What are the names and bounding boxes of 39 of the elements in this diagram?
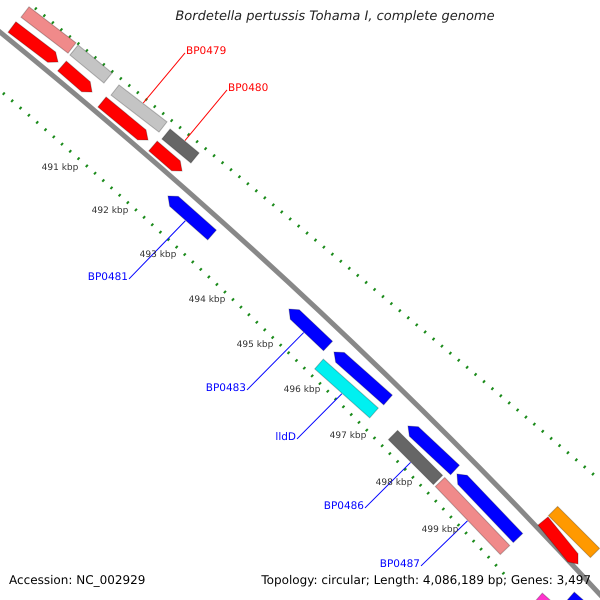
gene-label: lldD <box>275 432 296 444</box>
tick-label: 495 kbp <box>236 341 274 351</box>
gene-block <box>456 473 524 544</box>
tick-label: 499 kbp <box>422 526 458 536</box>
gene-label: BP0481 <box>88 272 128 284</box>
leader-line <box>364 462 412 508</box>
gene-label: BP0487 <box>380 559 420 571</box>
gene-label: BP0479 <box>186 46 226 58</box>
gene-block <box>288 308 334 352</box>
gene-block <box>97 96 149 140</box>
tick-label: 492 kbp <box>92 207 128 217</box>
gene-label: BP0483 <box>206 383 246 395</box>
gene-block <box>333 351 393 406</box>
leader-line <box>128 220 186 280</box>
leader-line <box>296 393 342 440</box>
accession-note: Accession: NC_002929 <box>9 574 146 588</box>
gene-block <box>7 21 59 63</box>
tick-label: 491 kbp <box>42 164 78 174</box>
genome-summary: Topology: circular; Length: 4,086,189 bp; Genes: 3,497 <box>261 574 591 588</box>
gene-block <box>57 60 93 93</box>
gene-bar <box>548 506 600 558</box>
leader-line <box>420 520 468 566</box>
gene-block <box>148 140 183 172</box>
leader-line <box>142 52 186 104</box>
gene-label: BP0486 <box>324 501 364 513</box>
tick-label: 496 kbp <box>284 386 320 396</box>
gene-block <box>407 425 460 476</box>
gene-bar <box>69 44 113 84</box>
gene-block <box>537 516 578 565</box>
gene-label: BP0480 <box>228 83 268 95</box>
leader-line <box>184 89 228 142</box>
gene-bar <box>20 6 77 54</box>
leader-line <box>246 332 304 390</box>
tick-label: 494 kbp <box>188 296 226 306</box>
gene-bar <box>110 84 168 133</box>
map-title: Bordetella pertussis Tohama I, complete genome <box>174 10 496 24</box>
tick-label: 497 kbp <box>330 432 366 442</box>
gene-block <box>167 195 217 241</box>
gene-bar <box>161 128 200 164</box>
